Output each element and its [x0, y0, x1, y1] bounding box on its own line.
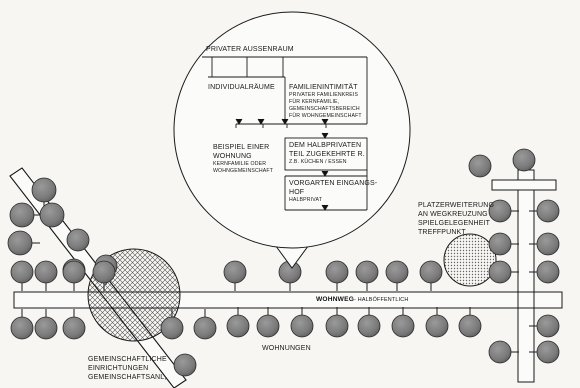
road-label-main: WOHNWEG [316, 296, 355, 303]
front-yard-line: HOF [289, 189, 305, 196]
vertical-path [517, 169, 535, 383]
example-dwelling-label: BEISPIEL EINER WOHNUNG KERNFAMILIE ODER … [213, 143, 273, 175]
road-label: WOHNWEG- HALBÖFFENTLICH [314, 296, 411, 303]
plaza-line: PLATZERWEITERUNG [418, 202, 495, 209]
family-intimacy-title: FAMILIENINTIMITÄT [289, 84, 358, 91]
dwelling-units [7, 148, 560, 377]
dwelling-unit [226, 307, 250, 338]
plaza-label: PLATZERWEITERUNG AN WEGKREUZUNG SPIELGEL… [418, 201, 494, 237]
family-intimacy-line: GEMEINSCHAFTSBEREICH [289, 106, 360, 112]
dwelling-unit [488, 232, 519, 256]
dwelling-unit [256, 307, 280, 338]
family-intimacy-line: FÜR KERNFAMILIE, [289, 99, 340, 105]
dwelling-unit [173, 353, 197, 377]
dwelling-unit [488, 260, 519, 284]
dwelling-unit [34, 309, 58, 340]
private-outdoor-label: PRIVATER AUSSENRAUM [206, 46, 294, 53]
dwelling-unit [419, 260, 443, 291]
dwelling-unit [223, 260, 247, 291]
family-intimacy-details: PRIVATER FAMILIENKREIS FÜR KERNFAMILIE, … [289, 92, 362, 120]
dwelling-unit [325, 307, 349, 338]
individual-rooms-label: INDIVIDUALRÄUME [208, 84, 275, 91]
communal-line: EINRICHTUNGEN [88, 365, 149, 372]
family-intimacy-line: FÜR WOHNGEMEINSCHAFT [289, 113, 362, 119]
dwelling-unit [7, 230, 40, 256]
front-yard-line: VORGARTEN EINGANGS- [289, 180, 378, 187]
dwelling-unit [31, 177, 57, 210]
front-yard-label: VORGARTEN EINGANGS- HOF HALBPRIVAT [289, 179, 377, 204]
inset-schematic [202, 56, 368, 211]
dwelling-unit [10, 260, 34, 291]
family-intimacy-line: PRIVATER FAMILIENKREIS [289, 92, 359, 98]
road-label-sub: - HALBÖFFENTLICH [354, 297, 409, 303]
dwelling-unit [355, 260, 379, 291]
example-dwelling-sub: WOHNGEMEINSCHAFT [213, 168, 274, 174]
semi-private-sub: Z.B. KÜCHEN / ESSEN [289, 159, 347, 165]
dwelling-unit [529, 314, 560, 338]
dwelling-unit [391, 307, 415, 338]
communal-line: GEMEINSCHAFTLICHE [88, 356, 167, 363]
plaza-extension-circle [443, 233, 497, 287]
dwelling-unit [39, 202, 65, 228]
dwelling-unit [357, 307, 381, 338]
dwelling-unit [385, 260, 409, 291]
plaza-line: TREFFPUNKT [418, 229, 466, 236]
dwelling-unit [529, 260, 560, 284]
semi-private-room-label: DEM HALBPRIVATEN TEIL ZUGEKEHRTE R. Z.B.… [289, 141, 365, 166]
communal-line: GEMEINSCHAFTSANL, [88, 374, 167, 381]
front-yard-sub: HALBPRIVAT [289, 197, 323, 203]
example-dwelling-title: WOHNUNG [213, 153, 252, 160]
dwelling-unit [425, 307, 449, 338]
dwelling-unit [529, 340, 560, 364]
dwelling-unit [488, 199, 519, 223]
dwelling-unit [9, 202, 42, 228]
dwelling-unit [66, 228, 90, 252]
vertical-path-top-arm [491, 179, 557, 191]
communal-label: GEMEINSCHAFTLICHE EINRICHTUNGEN GEMEINSC… [88, 355, 167, 382]
semi-private-line: TEIL ZUGEKEHRTE R. [289, 151, 365, 158]
dwellings-label: WOHNUNGEN [262, 345, 311, 352]
semi-private-line: DEM HALBPRIVATEN [289, 142, 362, 149]
dwelling-unit [160, 309, 184, 340]
plaza-line: SPIELGELEGENHEIT [418, 220, 491, 227]
dwelling-unit [193, 309, 217, 340]
example-dwelling-sub: KERNFAMILIE ODER [213, 161, 267, 167]
dwelling-unit [290, 307, 314, 338]
dwelling-unit [512, 148, 536, 172]
plaza-line: AN WEGKREUZUNG [418, 211, 488, 218]
dwelling-unit [529, 232, 560, 256]
dwelling-unit [529, 199, 560, 223]
example-dwelling-title: BEISPIEL EINER [213, 144, 270, 151]
dwelling-unit [62, 260, 86, 291]
inset-magnifier [173, 11, 411, 269]
dwelling-unit [488, 340, 519, 364]
dwelling-unit [468, 154, 492, 178]
dwelling-unit [34, 260, 58, 291]
dwelling-unit [325, 260, 349, 291]
dwelling-unit [62, 309, 86, 340]
dwelling-unit [92, 260, 116, 291]
dwelling-unit [10, 309, 34, 340]
dwelling-unit [458, 307, 482, 338]
